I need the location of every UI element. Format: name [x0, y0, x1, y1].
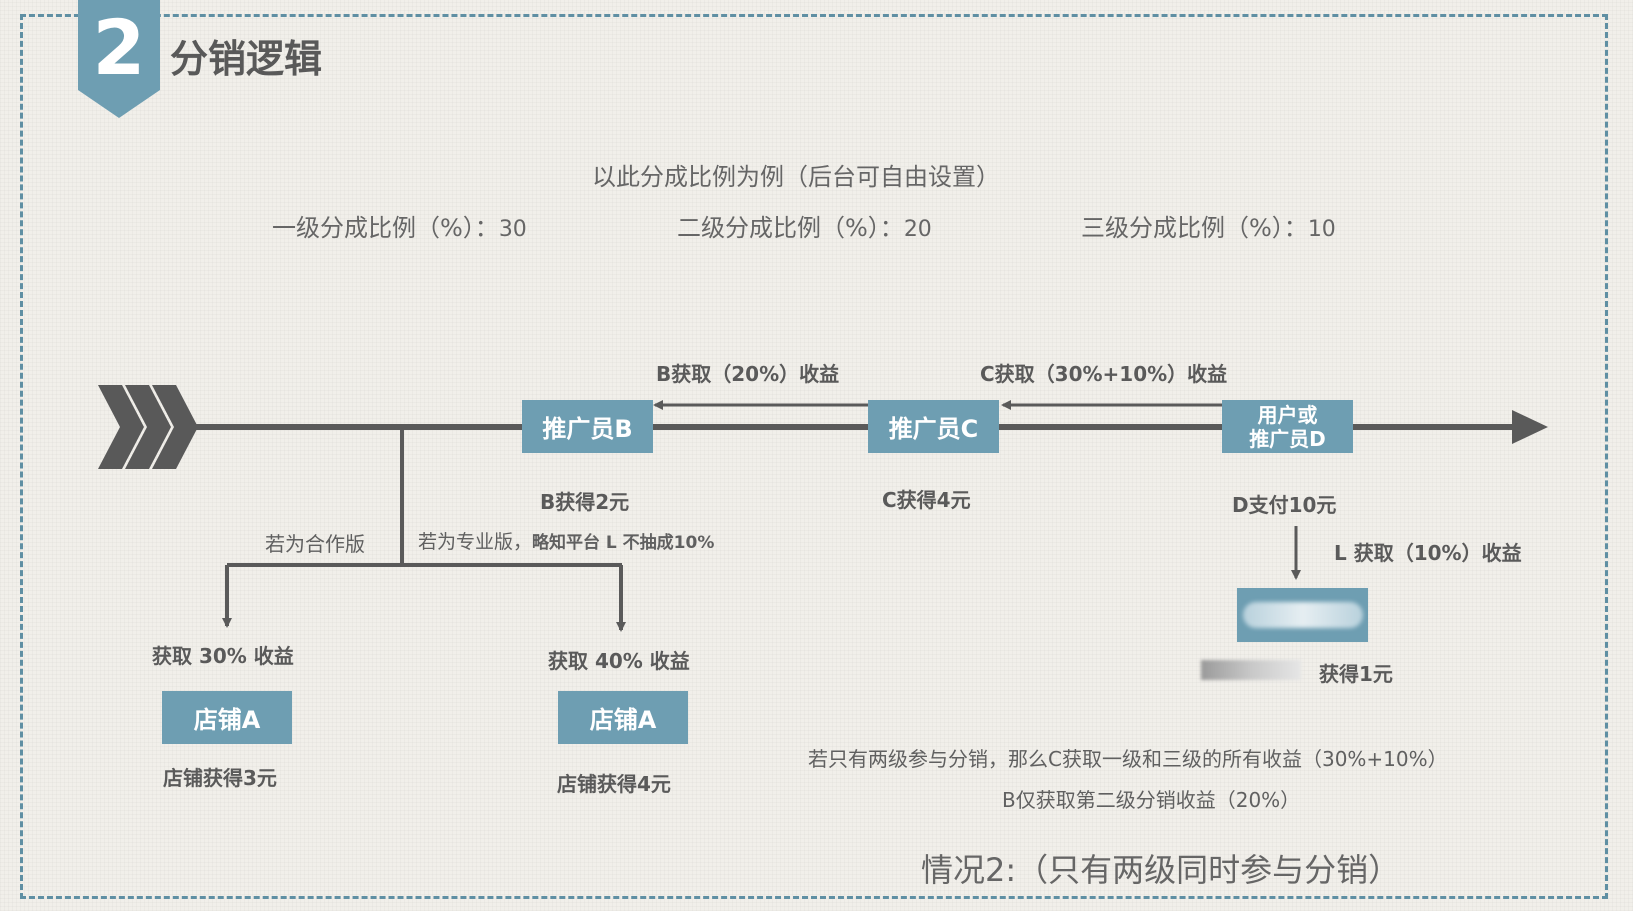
timeline-arrowhead: [1512, 410, 1548, 444]
user-d-line1: 用户或: [1257, 402, 1318, 427]
note-line-1: 若只有两级参与分销，那么C获取一级和三级的所有收益（30%+10%）: [808, 747, 1448, 771]
c-gain-label: C获取（30%+10%）收益: [980, 362, 1228, 386]
section-number: 2: [92, 3, 146, 92]
b-earns: B获得2元: [540, 490, 630, 514]
promoter-c-node: 推广员C: [868, 400, 999, 453]
ratio-1-value: 30: [498, 217, 527, 242]
promoter-b-node: 推广员B: [522, 400, 653, 453]
dashed-border: [20, 14, 1608, 899]
store-a-pro-node: 店铺A: [558, 691, 688, 744]
chevron-arrows-icon: [98, 385, 198, 469]
user-d-node: 用户或 推广员D: [1222, 400, 1353, 453]
platform-l-node-blurred: [1237, 588, 1368, 642]
branch-pro-label-bold: 略知平台 L 不抽成10%: [532, 533, 715, 553]
blurred-name: [1201, 660, 1301, 680]
ratio-3-value: 10: [1307, 217, 1336, 242]
pro-gain: 获取 40% 收益: [548, 649, 690, 673]
branch-pro-label-prefix: 若为专业版，: [418, 531, 533, 553]
d-pays: D支付10元: [1232, 493, 1337, 517]
ratio-2-value: 20: [903, 217, 932, 242]
intro-heading: 以此分成比例为例（后台可自由设置）: [592, 163, 1000, 191]
coop-gain: 获取 30% 收益: [152, 644, 294, 668]
c-earns: C获得4元: [882, 488, 971, 512]
branch-pro-label: 若为专业版，略知平台 L 不抽成10%: [418, 527, 714, 554]
ratio-2-label: 二级分成比例（%）：: [677, 214, 904, 242]
ratio-1: 一级分成比例（%）：30: [272, 208, 527, 243]
note-line-2: B仅获取第二级分销收益（20%）: [1002, 788, 1301, 812]
page-title: 分销逻辑: [170, 37, 323, 81]
case-title: 情况2:（只有两级同时参与分销）: [921, 851, 1401, 889]
pro-store-earns: 店铺获得4元: [557, 772, 671, 796]
user-d-line2: 推广员D: [1249, 426, 1326, 451]
l-gain-label: L 获取（10%）收益: [1334, 541, 1522, 565]
coop-store-earns: 店铺获得3元: [163, 766, 277, 790]
b-gain-label: B获取（20%）收益: [656, 362, 840, 386]
ratio-2: 二级分成比例（%）：20: [677, 208, 932, 243]
ratio-3: 三级分成比例（%）：10: [1081, 208, 1336, 243]
ratio-3-label: 三级分成比例（%）：: [1081, 214, 1308, 242]
branch-coop-label: 若为合作版: [265, 532, 365, 556]
blurred-label: [1242, 602, 1363, 628]
ratio-1-label: 一级分成比例（%）：: [272, 214, 499, 242]
store-a-coop-node: 店铺A: [162, 691, 292, 744]
l-earns: 获得1元: [1319, 662, 1393, 686]
